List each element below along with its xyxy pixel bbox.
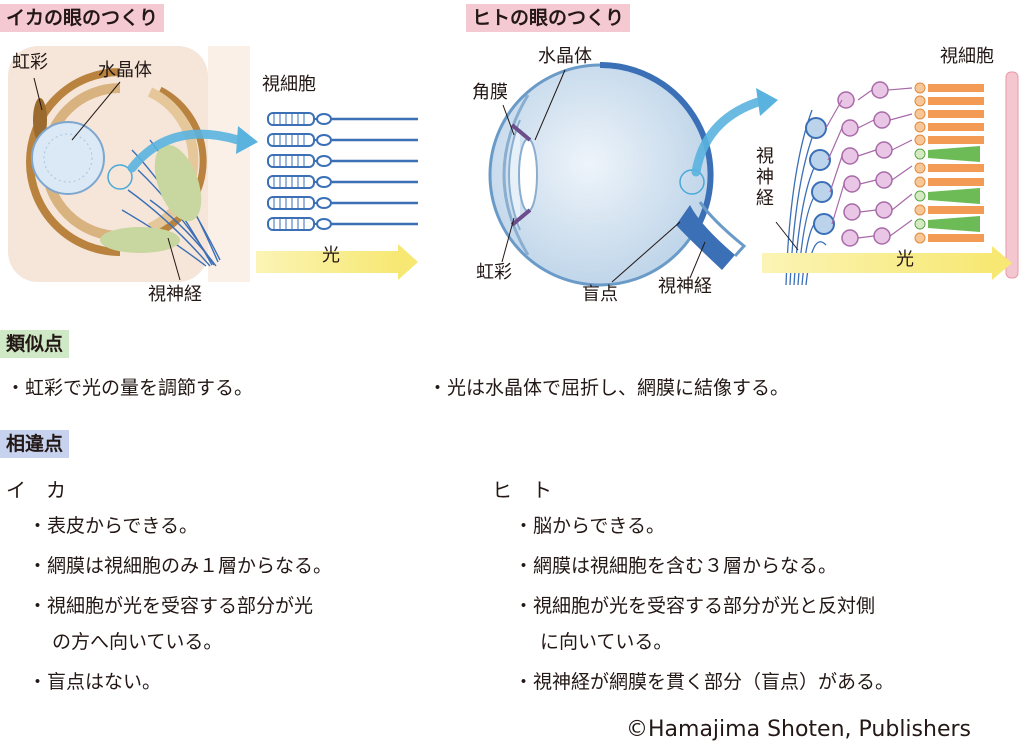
human-difference-item: ・視細胞が光を受容する部分が光と反対側 xyxy=(514,595,876,617)
photoreceptor-cell xyxy=(914,176,984,188)
photoreceptor-cell xyxy=(914,95,984,107)
squid-photoreceptor-row xyxy=(267,133,418,147)
human-cornea-label: 角膜 xyxy=(472,82,508,103)
human-eye-diagram xyxy=(488,61,778,287)
photoreceptor-cell xyxy=(914,188,980,204)
squid-eye-wall xyxy=(26,68,121,256)
human-difference-item: ・脳からできる。 xyxy=(514,515,666,537)
squid-difference-item-cont: の方へ向いている。 xyxy=(52,631,223,653)
human-light-arrow xyxy=(762,246,1012,280)
squid-difference-item: ・視細胞が光を受容する部分が光 xyxy=(28,595,314,617)
squid-photoreceptor-row xyxy=(267,112,418,126)
human-difference-item: ・視神経が網膜を貫く部分（盲点）がある。 xyxy=(514,671,895,693)
squid-photoreceptor-row xyxy=(267,175,418,189)
human-photoreceptors xyxy=(914,82,984,244)
photoreceptor-cell xyxy=(914,121,984,133)
human-eye-title: ヒトの眼のつくり xyxy=(466,4,631,32)
human-optic-nerve-label: 視神経 xyxy=(658,276,712,297)
squid-eye-title: イカの眼のつくり xyxy=(0,4,165,32)
photoreceptor-cell xyxy=(914,232,984,244)
photoreceptor-cell xyxy=(914,108,984,120)
copyright-notice: ©Hamajima Shoten, Publishers xyxy=(626,717,971,742)
photoreceptor-cell xyxy=(914,134,984,146)
photoreceptor-cell xyxy=(914,146,980,162)
squid-light-arrow xyxy=(256,244,418,280)
human-lens-label: 水晶体 xyxy=(538,46,592,67)
human-difference-item-cont: に向いている。 xyxy=(540,631,673,653)
squid-iris-label: 虹彩 xyxy=(12,52,48,73)
human-heading: ヒ ト xyxy=(492,478,552,502)
squid-difference-item: ・盲点はない。 xyxy=(28,671,162,693)
squid-light-label: 光 xyxy=(322,245,340,266)
squid-photoreceptor-label: 視細胞 xyxy=(262,74,316,95)
similarities-heading: 類似点 xyxy=(0,330,70,358)
photoreceptor-cell xyxy=(914,82,984,94)
human-lens xyxy=(518,138,538,212)
differences-heading: 相違点 xyxy=(0,430,70,458)
similarity-item: ・光は水晶体で屈折し、網膜に結像する。 xyxy=(428,377,790,399)
human-light-label: 光 xyxy=(896,249,914,270)
photoreceptor-cell xyxy=(914,162,984,174)
human-bipolar-cells xyxy=(837,81,893,247)
squid-eye-diagram xyxy=(8,46,258,282)
human-optic-nerve xyxy=(676,205,735,270)
human-photoreceptor-label: 視細胞 xyxy=(940,46,994,67)
squid-photoreceptor-row xyxy=(267,196,418,210)
squid-photoreceptor-row xyxy=(267,154,418,168)
squid-optic-nerve-label: 視神経 xyxy=(148,284,202,305)
photoreceptor-cell xyxy=(914,216,980,232)
photoreceptor-cell xyxy=(914,204,984,216)
human-retina xyxy=(599,61,714,224)
human-iris-label: 虹彩 xyxy=(476,262,512,283)
squid-difference-item: ・網膜は視細胞のみ１層からなる。 xyxy=(28,555,333,577)
human-cornea xyxy=(502,94,530,256)
human-blind-spot-label: 盲点 xyxy=(582,284,618,305)
squid-difference-item: ・表皮からできる。 xyxy=(28,515,199,537)
similarity-item: ・虹彩で光の量を調節する。 xyxy=(6,377,254,399)
squid-heading: イ カ xyxy=(6,478,66,502)
squid-photoreceptor-array xyxy=(267,112,418,231)
squid-photoreceptor-row xyxy=(267,217,418,231)
pigment-epithelium xyxy=(1005,71,1019,279)
squid-lens-label: 水晶体 xyxy=(98,60,152,81)
human-optic-nerve-vertical-label: 視神経 xyxy=(756,146,774,209)
human-difference-item: ・網膜は視細胞を含む３層からなる。 xyxy=(514,555,838,577)
squid-lens xyxy=(31,121,105,195)
